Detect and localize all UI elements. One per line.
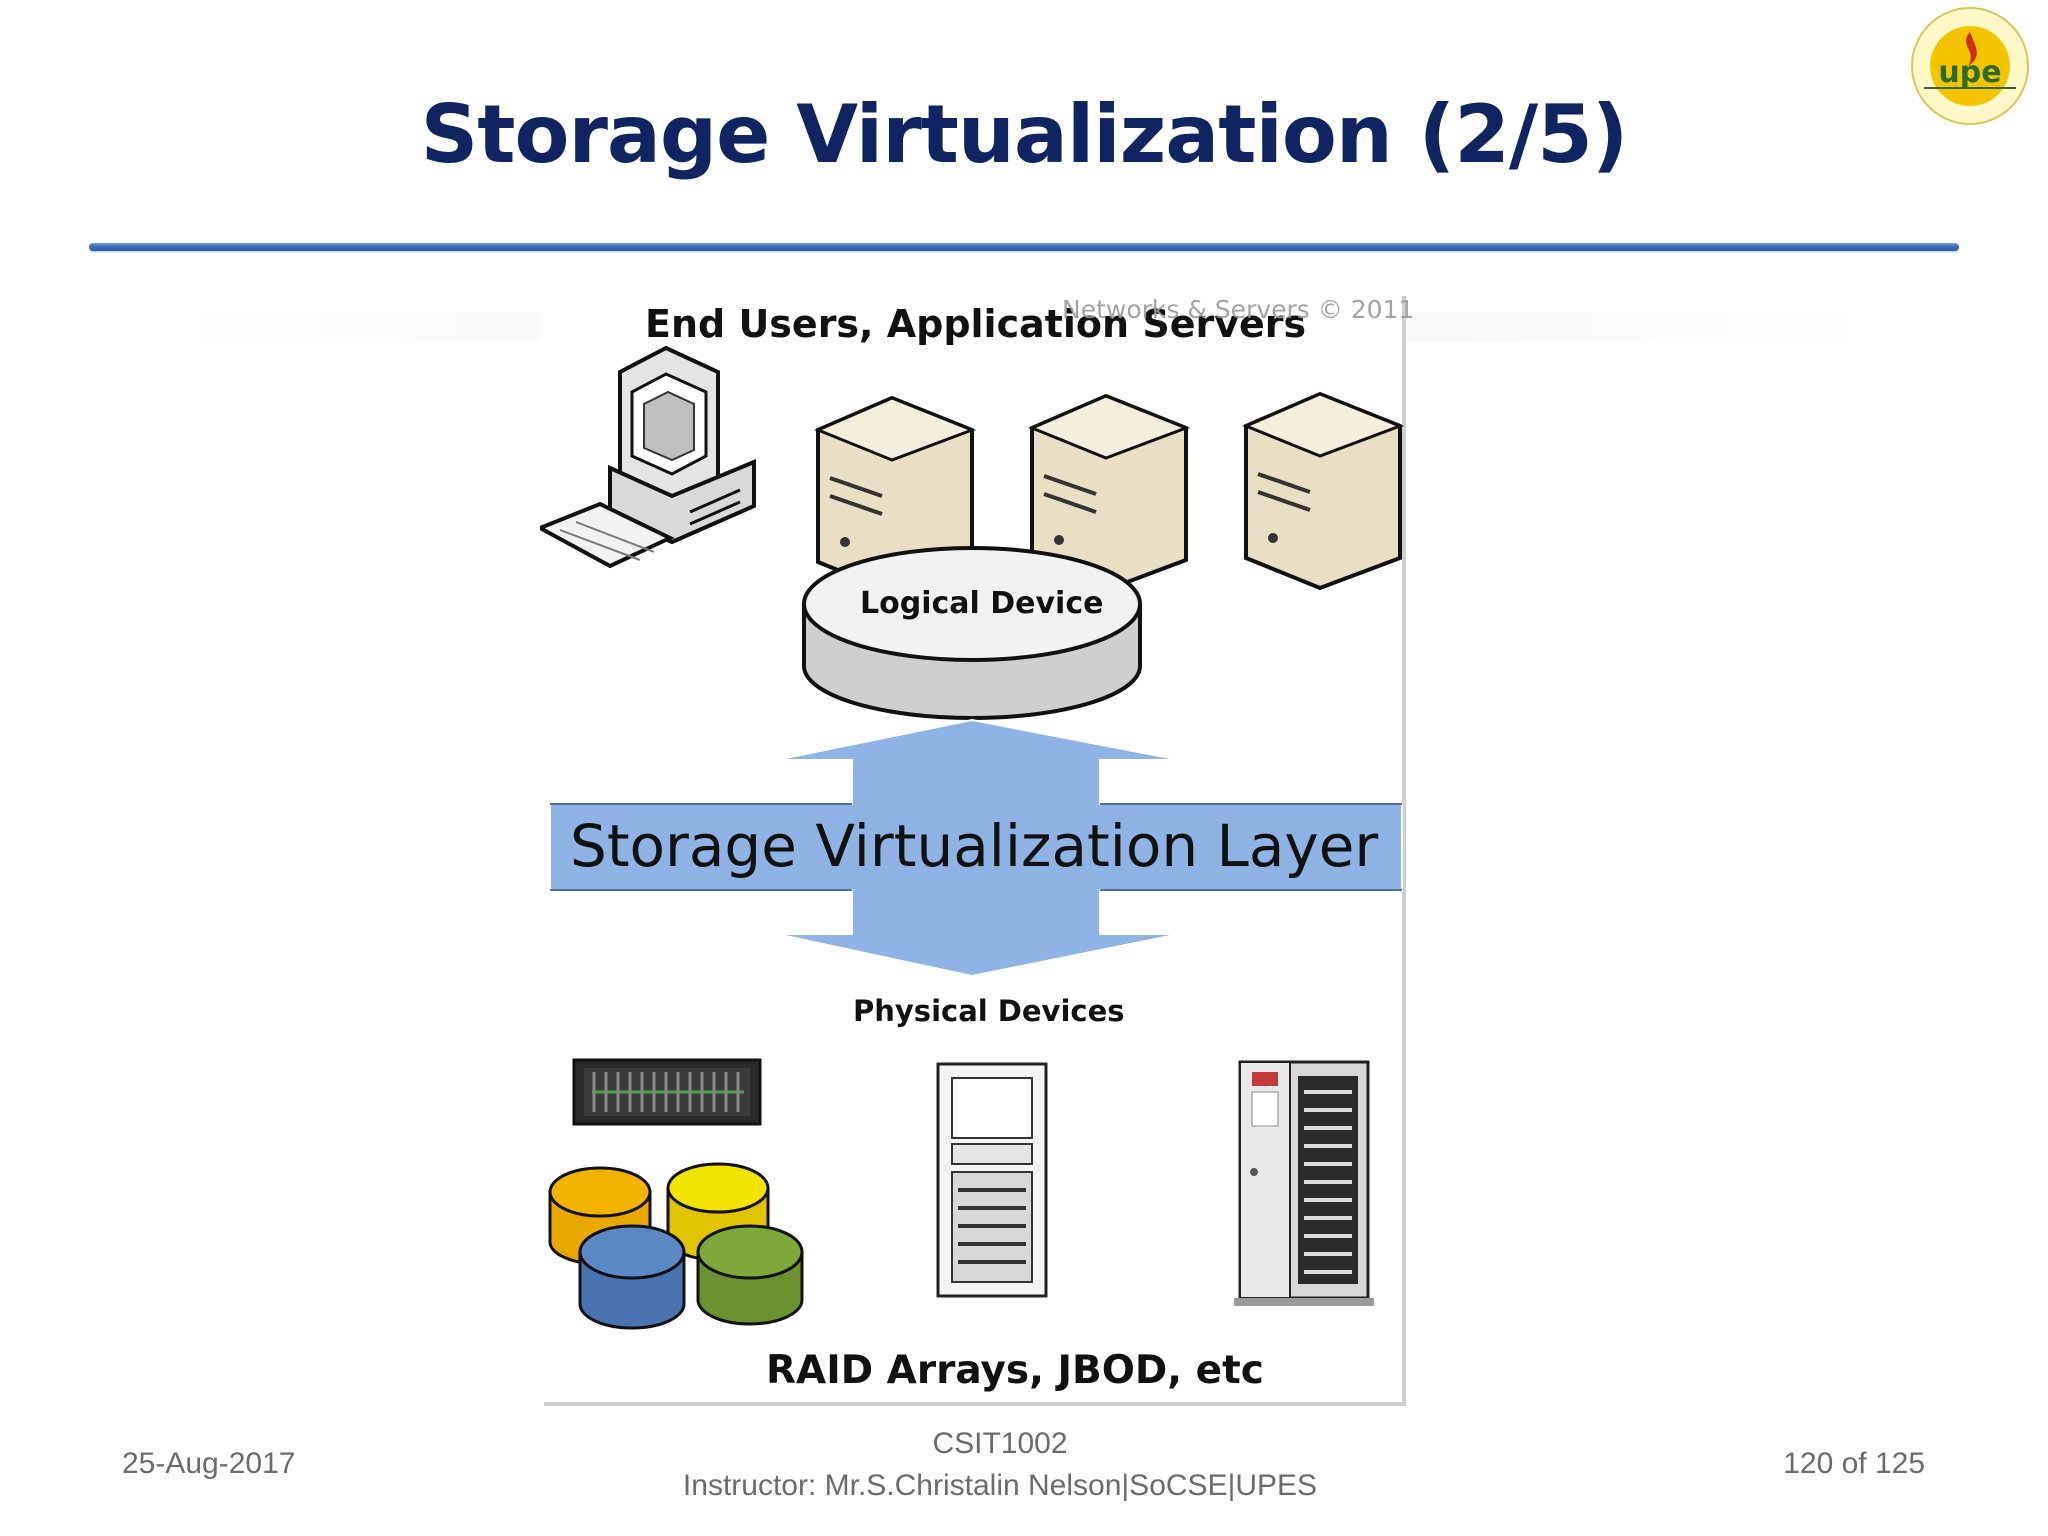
logical-device-cylinder [802,546,1142,720]
footer-course-code: CSIT1002 [932,1427,1068,1460]
jbod-rack-icon [572,1058,762,1126]
footer-page-number: 120 of 125 [1783,1447,1925,1480]
storage-cabinet-icon [1234,1060,1374,1306]
title-divider [89,243,1959,251]
raid-disks-icon [548,1162,804,1330]
university-seal-icon: upe [1908,4,2032,128]
application-server-icon [1242,391,1405,591]
storage-tower-icon [936,1062,1048,1298]
virtualization-layer-arrow [549,718,1403,978]
desktop-computer-icon [540,345,756,569]
storage-virtualization-diagram: End Users, Application Servers Networks … [540,292,1414,1406]
logical-device-label: Logical Device [860,586,1104,621]
raid-arrays-label: RAID Arrays, JBOD, etc [766,1348,1264,1393]
application-server-icon [1028,393,1191,593]
end-users-label: End Users, Application Servers [645,302,1307,346]
physical-devices-label: Physical Devices [853,994,1125,1028]
footer-instructor: Instructor: Mr.S.Christalin Nelson|SoCSE… [682,1469,1318,1502]
svg-text:upe: upe [1938,55,2001,90]
slide-title: Storage Virtualization (2/5) [420,88,1629,181]
virtualization-layer-label: Storage Virtualization Layer [570,812,1379,880]
copyright-watermark: Networks & Servers © 2011 [1062,295,1415,324]
footer-date: 25-Aug-2017 [122,1447,296,1480]
